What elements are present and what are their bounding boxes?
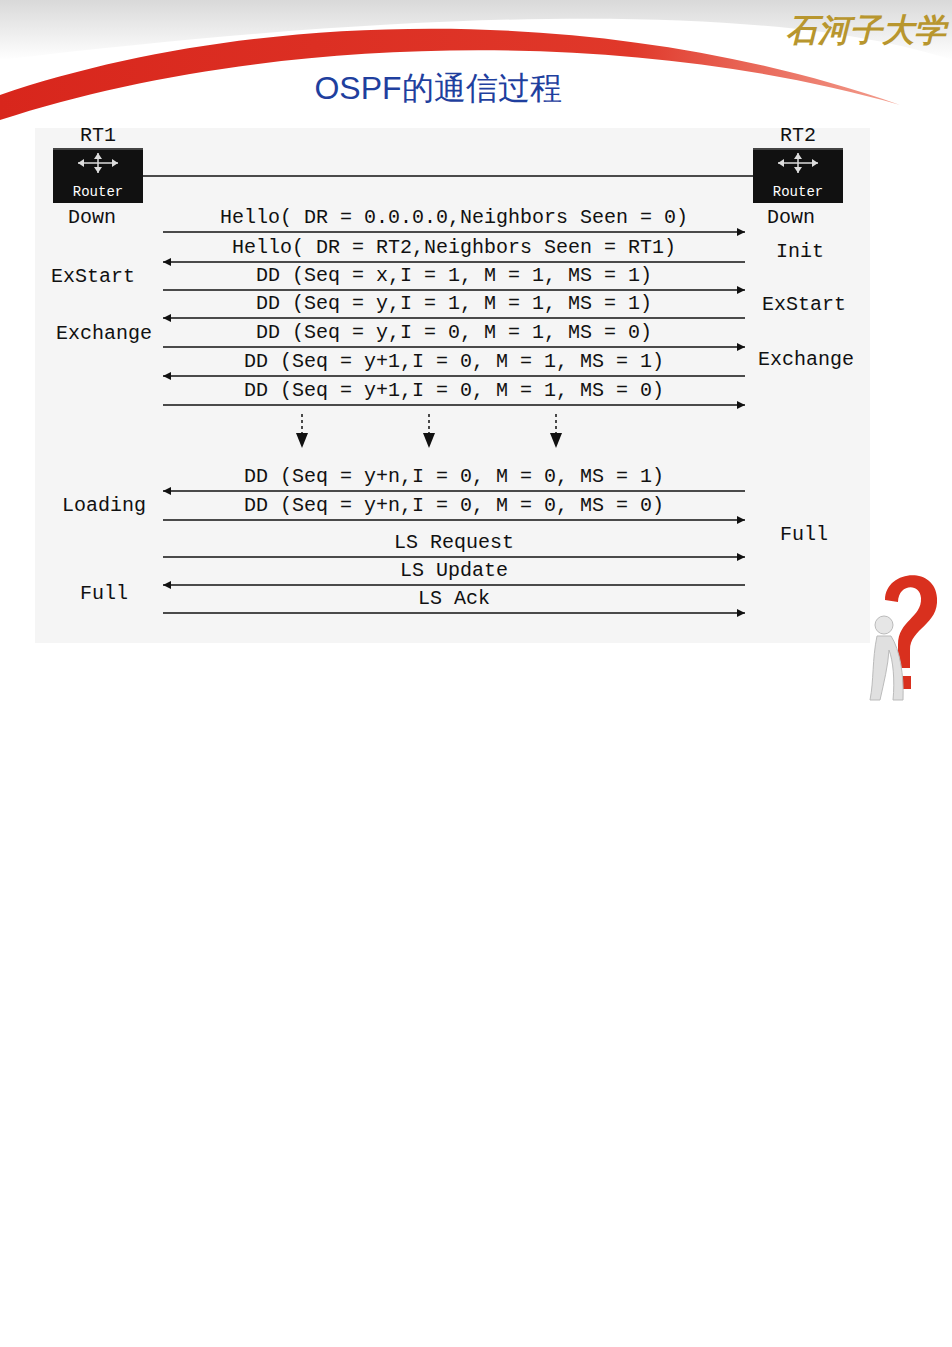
router-box: Router: [753, 148, 843, 203]
state-label: Full: [80, 583, 128, 605]
state-label: ExStart: [762, 294, 846, 316]
state-label: Init: [776, 241, 824, 263]
message-label: LS Update: [398, 560, 510, 582]
network-link: [143, 175, 753, 177]
message-label: DD (Seq = y+n,I = 0, M = 0, MS = 0): [242, 495, 666, 517]
state-label: ExStart: [51, 266, 135, 288]
message-arrow: [163, 519, 745, 521]
message-arrow: [163, 584, 745, 586]
message-arrow: [163, 289, 745, 291]
message-label: DD (Seq = x,I = 1, M = 1, MS = 1): [254, 265, 654, 287]
router-label: Router: [753, 183, 843, 201]
message-label: Hello( DR = RT2,Neighbors Seen = RT1): [230, 237, 678, 259]
state-label: Down: [68, 207, 116, 229]
message-label: DD (Seq = y+n,I = 0, M = 0, MS = 1): [242, 466, 666, 488]
message-arrow: [163, 490, 745, 492]
state-label: Loading: [62, 495, 146, 517]
slide-title: OSPF的通信过程: [314, 69, 561, 107]
message-label: DD (Seq = y+1,I = 0, M = 1, MS = 0): [242, 380, 666, 402]
message-label: Hello( DR = 0.0.0.0,Neighbors Seen = 0): [218, 207, 690, 229]
message-arrow: [163, 346, 745, 348]
message-arrow: [163, 612, 745, 614]
message-label: LS Request: [392, 532, 516, 554]
state-label: Exchange: [56, 323, 152, 345]
router-node: RT1Router: [53, 124, 143, 203]
router-node: RT2Router: [753, 124, 843, 203]
state-label: Exchange: [758, 349, 854, 371]
diagram-ground: [35, 128, 870, 643]
university-logo: 石河子大学: [786, 10, 946, 50]
message-label: DD (Seq = y,I = 0, M = 1, MS = 0): [254, 322, 654, 344]
header-swoosh: [0, 29, 900, 120]
router-icon: [753, 150, 843, 182]
message-arrow: [163, 556, 745, 558]
message-arrow: [163, 375, 745, 377]
state-label: Down: [767, 207, 815, 229]
ellipsis-arrows: [296, 414, 562, 448]
message-arrow: [163, 317, 745, 319]
state-label: Full: [780, 524, 828, 546]
message-label: DD (Seq = y,I = 1, M = 1, MS = 1): [254, 293, 654, 315]
message-arrow: [163, 404, 745, 406]
message-arrow: [163, 261, 745, 263]
question-figure: [870, 575, 937, 700]
router-name: RT2: [753, 124, 843, 148]
router-label: Router: [53, 183, 143, 201]
router-icon: [53, 150, 143, 182]
router-box: Router: [53, 148, 143, 203]
message-arrow: [163, 231, 745, 233]
router-name: RT1: [53, 124, 143, 148]
message-label: DD (Seq = y+1,I = 0, M = 1, MS = 1): [242, 351, 666, 373]
message-label: LS Ack: [416, 588, 492, 610]
